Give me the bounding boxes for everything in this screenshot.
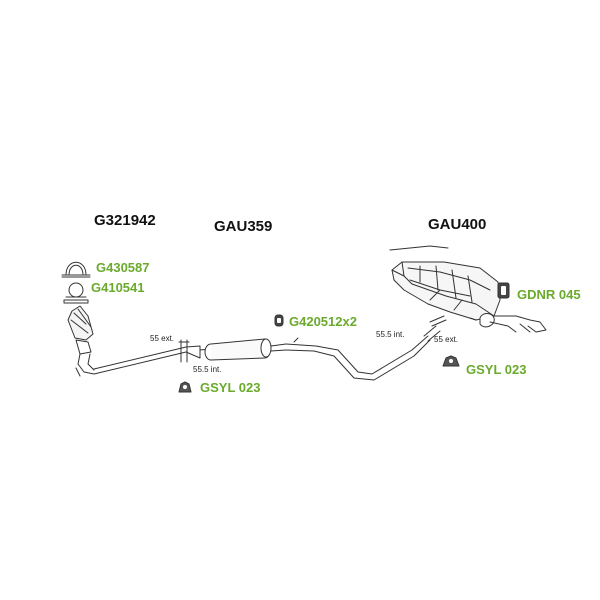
- middle-silencer: [199, 338, 287, 361]
- accessory-label-rear-hanger: GDNR 045: [517, 287, 581, 302]
- gasket-icon: [442, 355, 460, 367]
- gasket-icon: [178, 381, 192, 393]
- accessory-label-clamp-2: G410541: [91, 280, 145, 295]
- front-pipe-catalyst: [67, 305, 201, 377]
- accessory-label-gasket-rear: GSYL 023: [466, 362, 527, 377]
- dimension-rear-int: 55.5 int.: [376, 330, 405, 339]
- accessory-label-rubber-mount: G420512x2: [289, 314, 357, 329]
- clamp-icon: [63, 282, 89, 304]
- joint-marker-front: [178, 339, 190, 363]
- dimension-rear-ext: 55 ext.: [434, 335, 459, 344]
- dimension-front-int: 55.5 int.: [193, 365, 222, 374]
- part-label-middle-silencer: GAU359: [214, 218, 273, 235]
- accessory-label-gasket-mid: GSYL 023: [200, 380, 261, 395]
- intermediate-pipe: [285, 335, 431, 381]
- dimension-front-ext: 55 ext.: [150, 334, 175, 343]
- part-label-rear-silencer: GAU400: [428, 216, 487, 233]
- clamp-icon: [61, 261, 91, 278]
- rear-silencer: [389, 245, 547, 333]
- hanger-icon: [497, 282, 510, 299]
- accessory-label-clamp-1: G430587: [96, 260, 150, 275]
- joint-marker-rear: [423, 325, 441, 342]
- rubber-mount-icon: [274, 314, 284, 327]
- part-label-front-pipe: G321942: [94, 212, 156, 229]
